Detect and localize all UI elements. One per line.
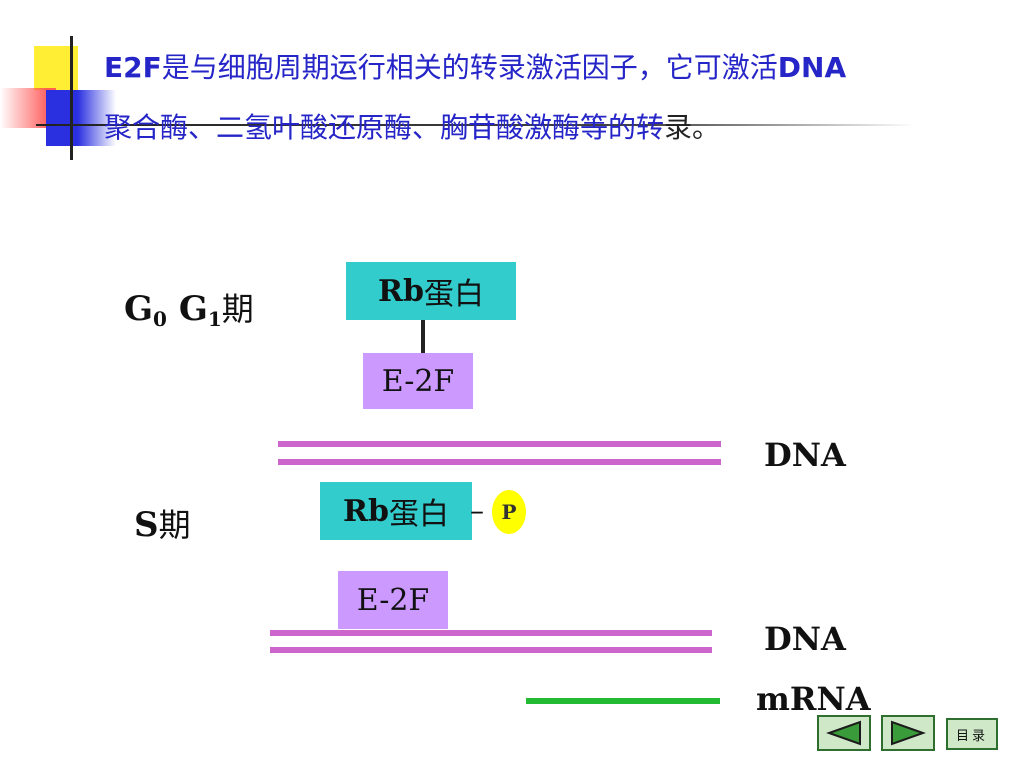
triangle-right-icon [891,720,926,746]
g0-letter: G [124,289,154,329]
phosphate-circle: P [492,490,526,534]
header-text-2-tail: 录。 [664,111,721,144]
mrna-strand [526,698,720,704]
header-text-1: 是与细胞周期运行相关的转录激活因子，它可激活 [161,51,778,84]
phosphate-label: P [501,500,517,524]
header-dna: DNA [777,51,847,84]
s-rb-cjk: 蛋白 [388,497,449,532]
logo-vertical-rule [70,36,73,160]
logo-blue-block [46,90,116,146]
g-rb-latin: Rb [378,273,424,309]
g1-letter: G [178,289,208,329]
g-dna-strand-bottom [278,459,721,465]
g0-subscript: 0 [153,307,167,331]
s-rb-latin: Rb [343,493,389,529]
s-letter: S [134,505,159,545]
g-dna-label: DNA [764,436,846,474]
g0-g1-phase-label: G0 G1期 [124,284,254,331]
prev-slide-button[interactable] [817,715,871,751]
s-dna-strand-bottom [270,647,712,653]
header-line-1: E2F是与细胞周期运行相关的转录激活因子，它可激活DNA [104,46,846,86]
triangle-left-icon [826,720,861,746]
s-phase-label: S期 [134,500,191,546]
s-dna-label: DNA [764,620,846,658]
g-phase-suffix: 期 [221,290,254,328]
header-line-2: 聚合酶、二氢叶酸还原酶、胸苷酸激酶等的转录。 [104,106,720,146]
g-rb-cjk: 蛋白 [423,277,484,312]
g-dna-strand-top [278,441,721,447]
s-dna-strand-top [270,630,712,636]
g1-subscript: 1 [207,307,222,331]
s-phase-suffix: 期 [158,506,191,544]
rb-e2f-bond [421,320,425,354]
menu-button-label: 目录 [955,728,988,744]
mrna-label: mRNA [756,680,871,718]
next-slide-button[interactable] [881,715,935,751]
g-e2f-box: E-2F [363,353,473,409]
menu-button[interactable]: 目录 [946,718,998,750]
header-text-2: 聚合酶、二氢叶酸还原酶、胸苷酸激酶等的转 [104,111,665,144]
header-rule [36,124,916,126]
s-e2f-box: E-2F [338,571,448,629]
s-e2f-label: E-2F [356,582,430,618]
header-e2f: E2F [104,51,162,84]
g-e2f-label: E-2F [381,363,455,399]
phosphate-bond-dash: – [470,494,484,527]
